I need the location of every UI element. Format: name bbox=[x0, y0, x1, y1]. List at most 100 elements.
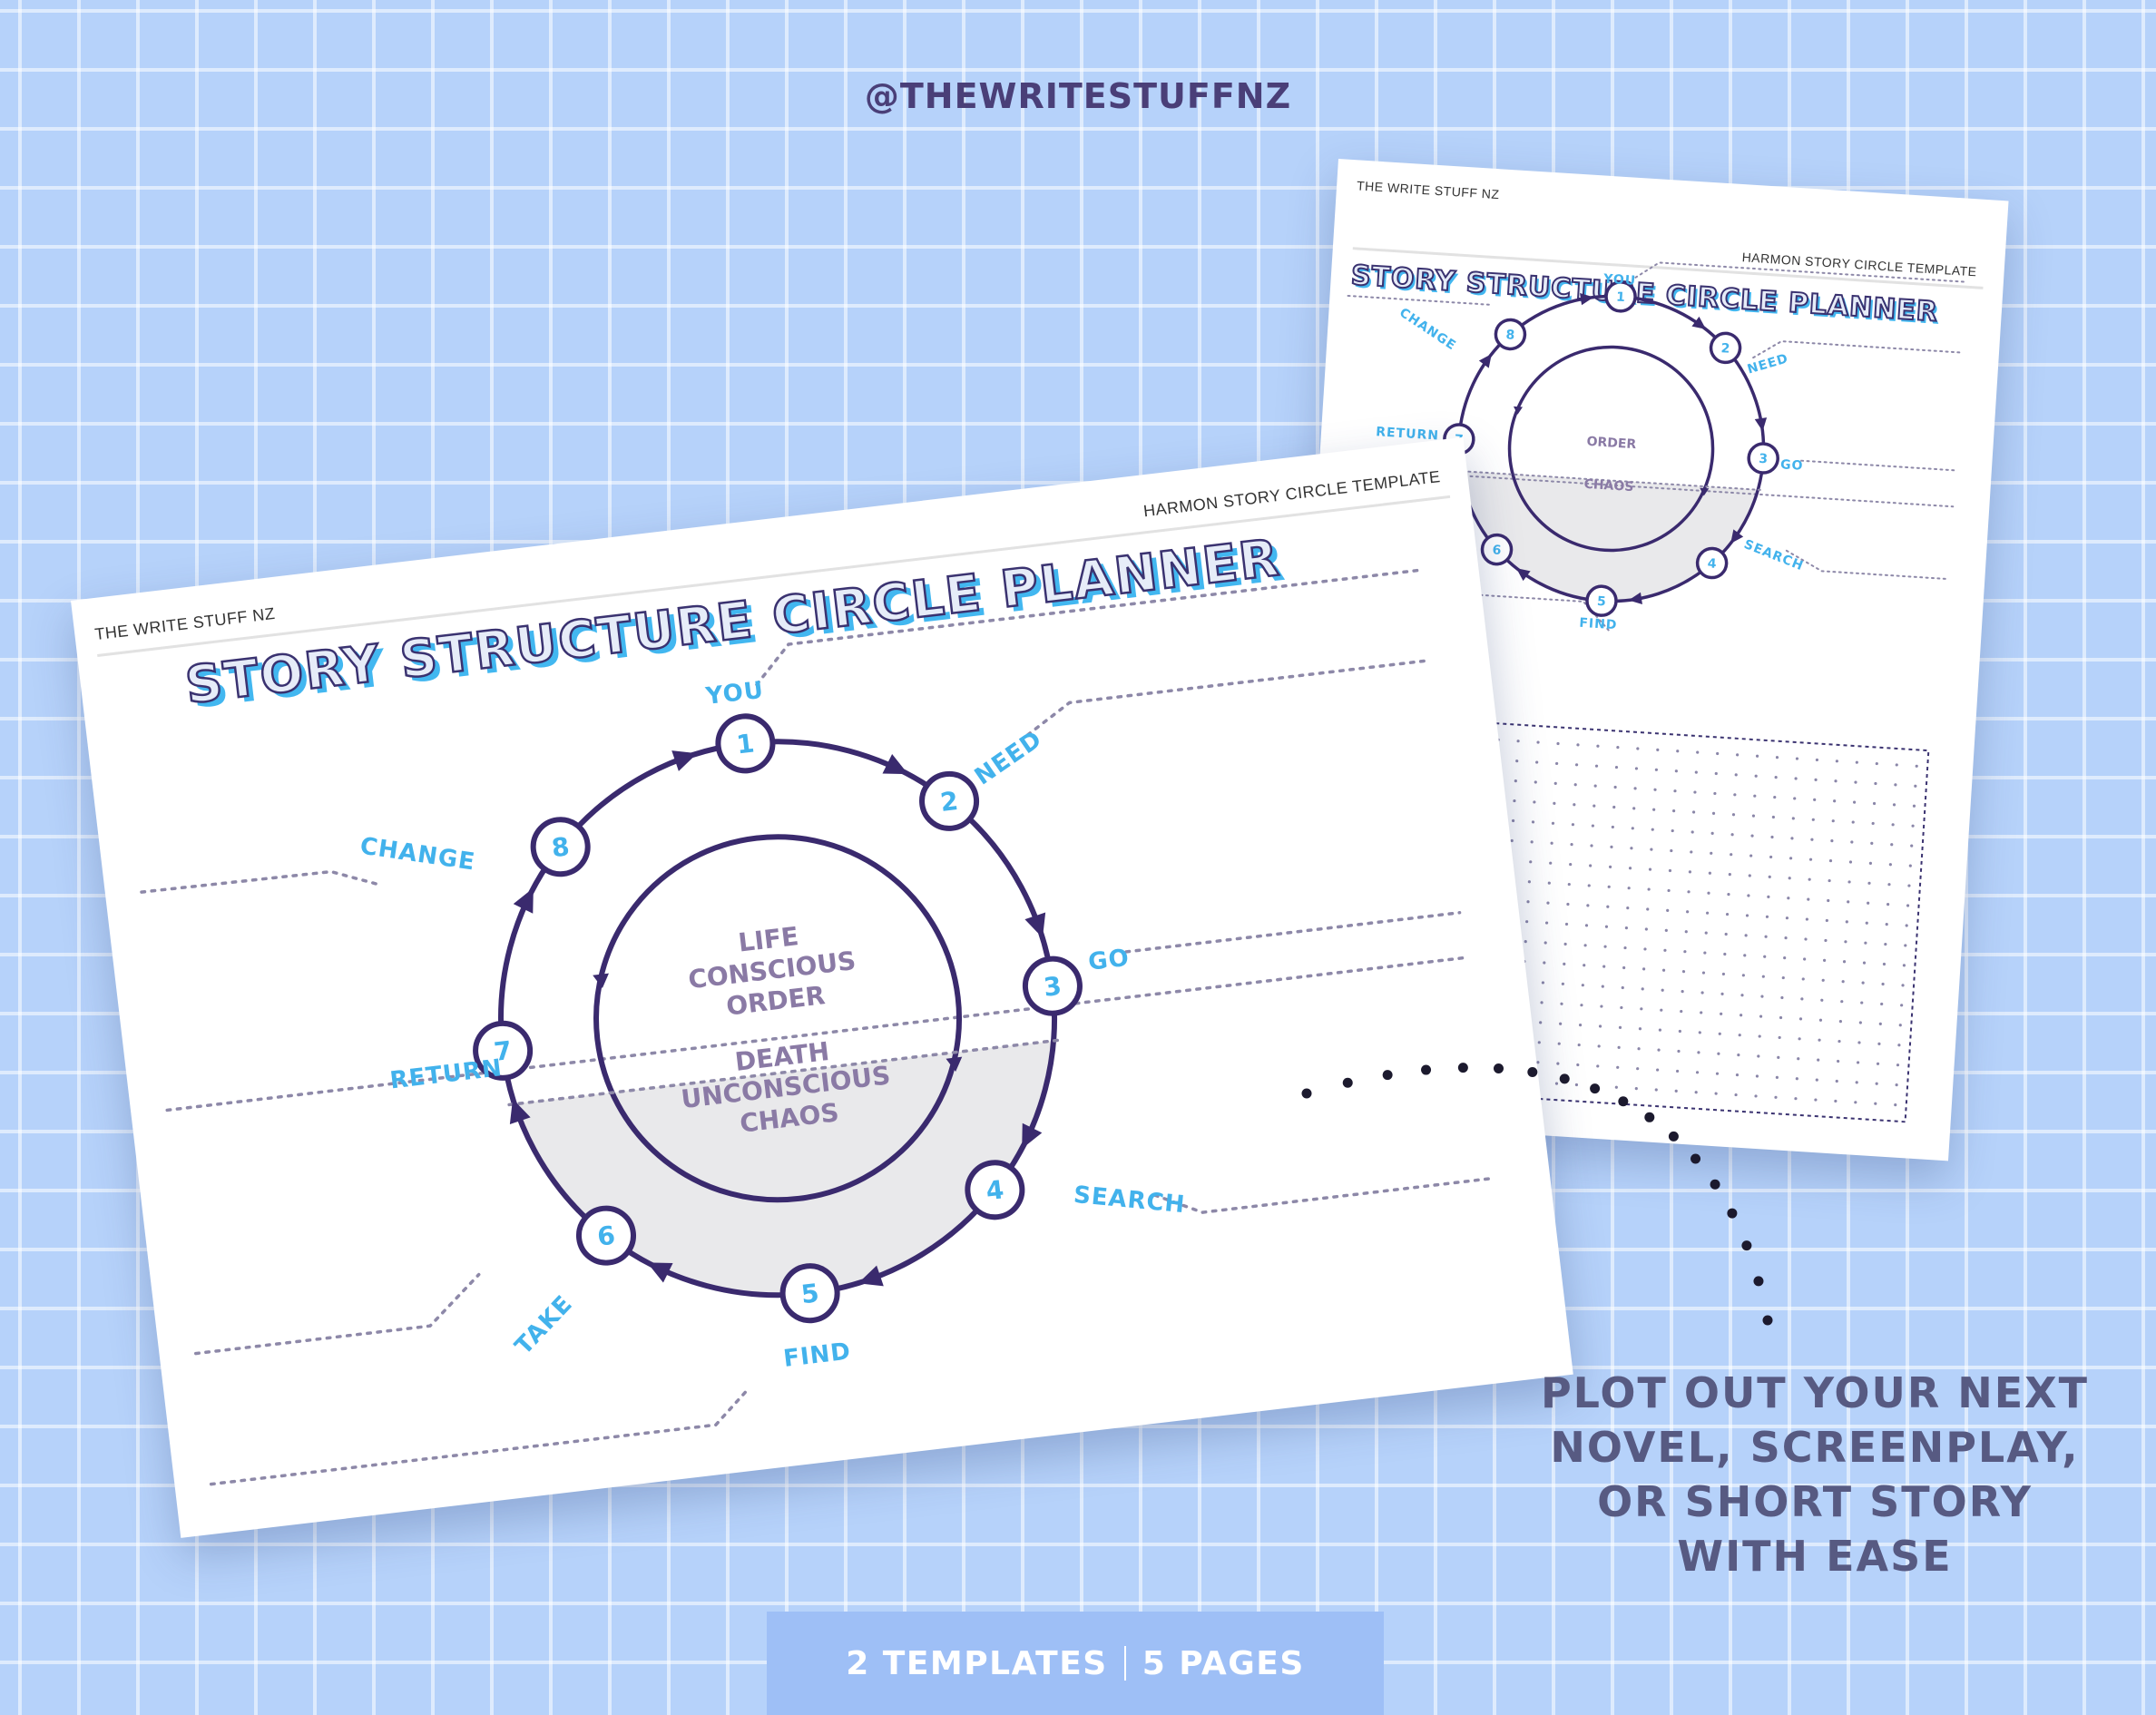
grid-dot bbox=[1676, 750, 1680, 753]
ring-arrow bbox=[1478, 353, 1492, 368]
grid-dot bbox=[1626, 906, 1630, 910]
grid-dot bbox=[1813, 798, 1817, 801]
grid-dot bbox=[1556, 1062, 1560, 1065]
grid-dot bbox=[1745, 914, 1749, 917]
grid-dot bbox=[1828, 858, 1833, 863]
grid-dot bbox=[1594, 764, 1599, 768]
step-node bbox=[1480, 533, 1514, 566]
grid-dot bbox=[1827, 898, 1830, 903]
template-sheet-back: THE WRITE STUFF NZ HARMON STORY CIRCLE T… bbox=[1278, 159, 2009, 1161]
step-node bbox=[1695, 546, 1729, 580]
grid-dot bbox=[1847, 880, 1851, 884]
grid-dot bbox=[1551, 821, 1555, 825]
badge-divider bbox=[1123, 1646, 1126, 1681]
ring-arrow bbox=[671, 750, 698, 771]
step-number: 6 bbox=[595, 1220, 616, 1252]
grid-dot bbox=[1877, 1042, 1881, 1045]
grid-dot bbox=[1593, 784, 1597, 788]
grid-dot bbox=[1894, 783, 1897, 787]
grid-dot bbox=[1670, 848, 1673, 853]
grid-dot bbox=[1536, 1061, 1540, 1064]
step-node bbox=[473, 1020, 534, 1081]
step-label-you: YOU bbox=[1602, 272, 1637, 289]
grid-dot bbox=[1511, 818, 1515, 823]
grid-dot bbox=[1830, 839, 1834, 843]
grid-dot bbox=[1573, 783, 1577, 787]
grid-dot bbox=[1710, 851, 1713, 855]
grid-dot bbox=[1661, 988, 1664, 992]
grid-dot bbox=[1630, 847, 1633, 850]
grid-dot bbox=[1683, 950, 1687, 954]
grid-dot bbox=[1780, 995, 1784, 1000]
step-label-search: SEARCH bbox=[1742, 537, 1806, 573]
tagline-line: OR SHORT STORY bbox=[1597, 1477, 2033, 1526]
grid-dot bbox=[1730, 853, 1733, 857]
grid-dot bbox=[1606, 905, 1610, 908]
grid-dot bbox=[1902, 964, 1906, 967]
grid-dot bbox=[1549, 861, 1553, 865]
grid-dot bbox=[1596, 1064, 1600, 1068]
grid-dot bbox=[1850, 840, 1854, 844]
grid-dot bbox=[1650, 848, 1653, 851]
grid-dot bbox=[1563, 942, 1567, 946]
grid-dot bbox=[1686, 910, 1690, 914]
grid-dot bbox=[1876, 1062, 1880, 1065]
grid-dot bbox=[1817, 1058, 1820, 1062]
grid-dot bbox=[1708, 871, 1711, 875]
grid-dot bbox=[1541, 981, 1545, 985]
grid-dot bbox=[1540, 1001, 1544, 1004]
grid-dot bbox=[1861, 981, 1865, 985]
template-sheet-front: THE WRITE STUFF NZ HARMON STORY CIRCLE T… bbox=[71, 436, 1573, 1538]
grid-dot bbox=[1543, 961, 1546, 965]
grid-dot bbox=[1805, 917, 1808, 921]
grid-dot bbox=[1724, 932, 1728, 936]
grid-dot bbox=[1856, 1061, 1860, 1064]
grid-dot bbox=[1833, 799, 1837, 803]
grid-dot bbox=[1711, 811, 1716, 815]
grid-dot bbox=[1533, 800, 1536, 804]
step-label-go: GO bbox=[1087, 945, 1132, 976]
grid-dot bbox=[1513, 799, 1516, 803]
inner-ring bbox=[1507, 345, 1715, 553]
grid-dot bbox=[1770, 835, 1774, 839]
step-node bbox=[1022, 956, 1083, 1016]
grid-dot bbox=[1590, 844, 1593, 848]
grid-dot bbox=[1761, 975, 1765, 978]
grid-dot bbox=[1854, 1101, 1857, 1104]
grid-dot bbox=[1652, 808, 1656, 811]
grid-dot bbox=[1718, 1032, 1721, 1035]
grid-dot bbox=[1714, 1092, 1718, 1095]
step-label-return: RETURN bbox=[388, 1054, 504, 1094]
grid-dot bbox=[1636, 1067, 1640, 1071]
grid-dot bbox=[1576, 1063, 1580, 1067]
grid-dot bbox=[1598, 1024, 1602, 1028]
step-number: 7 bbox=[493, 1035, 514, 1067]
grid-dot bbox=[1690, 850, 1693, 854]
grid-dot bbox=[1714, 771, 1718, 776]
grid-dot bbox=[1887, 883, 1891, 887]
grid-dot bbox=[1787, 897, 1790, 900]
grid-dot bbox=[1580, 1004, 1583, 1007]
grid-dot bbox=[1557, 1042, 1561, 1045]
grid-dot bbox=[1589, 864, 1592, 867]
grid-dot bbox=[1870, 841, 1874, 845]
ring-arrow bbox=[1628, 592, 1642, 605]
grid-dot bbox=[1808, 858, 1813, 861]
grid-dot bbox=[1698, 1031, 1701, 1034]
grid-dot bbox=[1614, 765, 1619, 769]
grid-dot bbox=[1583, 964, 1586, 967]
grid-dot bbox=[1748, 874, 1751, 877]
grid-dot bbox=[1905, 924, 1908, 927]
writing-line bbox=[1800, 459, 1956, 472]
grid-dot bbox=[1591, 824, 1594, 828]
step-number: 2 bbox=[939, 786, 960, 818]
grid-dot bbox=[1875, 1082, 1878, 1085]
grid-dot bbox=[1872, 801, 1877, 806]
grid-dot bbox=[1703, 951, 1707, 955]
grid-dot bbox=[1901, 984, 1905, 987]
grid-dot bbox=[1854, 780, 1857, 784]
grid-dot bbox=[1774, 1095, 1778, 1099]
grid-dot bbox=[1727, 892, 1730, 897]
ring-arrow bbox=[858, 1265, 884, 1287]
grid-dot bbox=[1758, 1034, 1761, 1038]
